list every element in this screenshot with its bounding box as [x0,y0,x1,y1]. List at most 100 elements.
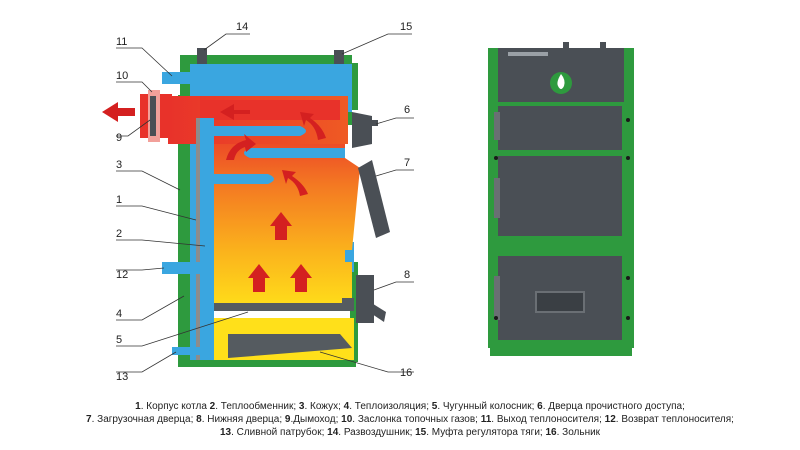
callout-1: 1 [116,194,197,221]
callout-9: 9 [116,119,151,144]
insulation-line [196,118,200,360]
cleanout-door [352,112,372,148]
callout-9-label: 9 [116,132,122,144]
arrow-curve-1 [226,134,256,160]
flow-arrows [102,102,326,292]
front-view [488,42,634,356]
front-bolt-6 [494,316,498,320]
front-bolt-1 [626,118,630,122]
grate-lip [342,298,354,306]
legend-num-14: 14 [327,427,339,438]
legend-num-15: 15 [415,427,427,438]
callout-11-label: 11 [116,36,127,48]
callout-4-leader [116,295,185,321]
fin-middle [244,148,345,158]
legend-text-9: .Дымоход; [290,414,342,425]
lower-door-handle [370,302,386,322]
arrow-left-duct [220,104,250,120]
legend-num-12: 12 [604,414,616,425]
casing-right-lower [350,262,358,362]
callout-8-leader [373,281,414,291]
callout-2-label: 2 [116,228,122,240]
front-bolt-3 [626,276,630,280]
legend-text-3: . Кожух; [304,401,344,412]
exchanger-wall [200,118,214,360]
legend-num-9: 9 [284,414,291,425]
arrow-curve-2 [300,112,326,140]
legend-text-13: . Сливной патрубок; [231,427,328,438]
legend-text-1: . Корпус котла [140,401,210,412]
callout-4: 4 [116,295,185,321]
front-top-fitting-1 [563,42,569,50]
legend-text-8: . Нижняя дверца; [201,414,285,425]
outlet-pipe [162,72,200,84]
legend-num-7: 7 [86,414,92,425]
callout-8-label: 8 [404,269,410,281]
draft-regulator-sleeve [334,50,344,64]
grate [214,303,354,311]
legend-text-4: . Теплоизоляция; [349,401,432,412]
air-vent [197,48,207,64]
callout-16: 16 [319,351,414,379]
legend-num-3: 3 [298,401,305,412]
front-hinge-3 [494,276,500,320]
callout-16-label: 16 [400,367,412,379]
front-hinge-2 [494,178,500,218]
front-door-upper [498,106,622,150]
callout-6-leader [375,117,414,125]
callout-3: 3 [116,159,181,191]
flue-duct-inner [200,100,340,120]
callout-9-leader [116,119,151,137]
callout-6: 6 [375,104,414,125]
cleanout-door-hinge [372,120,378,126]
callout-14-leader [203,33,250,51]
cross-section [102,48,390,367]
drain-pipe [172,347,200,355]
fin-upper [205,126,306,136]
callout-3-leader [116,170,181,191]
legend-num-4: 4 [343,401,350,412]
legend-text-10: . Заслонка топочных газов; [352,414,481,425]
fin-lower [205,174,274,184]
firebox [214,120,360,310]
callout-1-label: 1 [116,194,122,206]
front-bolt-4 [626,316,630,320]
arrow-up-1 [270,212,292,240]
callout-10: 10 [116,70,153,93]
arrow-up-3 [290,264,312,292]
callout-2-leader [116,239,206,247]
callout-7-leader [375,169,414,177]
front-base [490,346,632,356]
callout-5: 5 [116,311,249,347]
callout-15-label: 15 [400,21,412,33]
boiler-diagram: 11 10 9 3 1 2 12 4 5 13 14 15 [102,21,634,383]
arrow-up-2 [248,264,270,292]
callout-16-leader [319,351,414,373]
legend-num-10: 10 [341,414,353,425]
legend-num-16: 16 [545,427,557,438]
legend-num-8: 8 [196,414,202,425]
legend: 1. Корпус котла 2. Теплообменник; 3. Кож… [60,400,760,439]
callout-13: 13 [116,351,177,383]
callout-3-label: 3 [116,159,122,171]
return-pipe [162,262,200,274]
callout-13-leader [116,351,177,373]
callout-1-leader [116,205,197,221]
callout-11-leader [116,47,173,77]
callout-5-label: 5 [116,334,122,346]
legend-text-16: . Зольник [556,427,601,438]
callout-6-label: 6 [404,104,410,116]
arrow-curve-3 [282,170,308,196]
legend-text-2: . Теплообменник; [215,401,299,412]
callout-8: 8 [373,269,414,291]
callout-13-label: 13 [116,371,128,383]
front-ash-vent [535,291,585,313]
legend-text-15: . Муфта регулятора тяги; [426,427,546,438]
legend-num-1: 1 [135,401,141,412]
front-nameplate [508,52,548,56]
callout-12-label: 12 [116,269,128,281]
legend-num-11: 11 [480,414,492,425]
front-bolt-2 [626,156,630,160]
loading-door [358,160,390,238]
legend-num-13: 13 [219,427,232,438]
